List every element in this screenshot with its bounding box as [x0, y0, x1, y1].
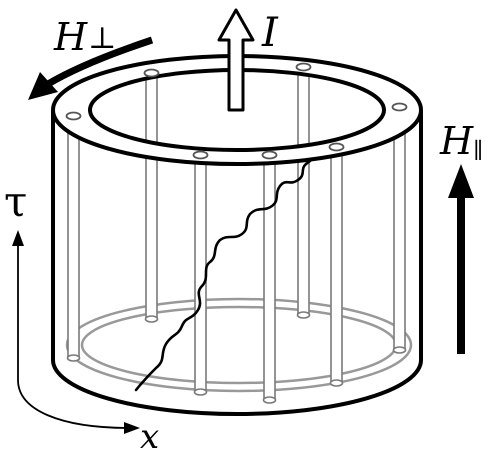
rod [66, 112, 81, 362]
tau-x-axes [17, 240, 131, 429]
x-arrowhead [124, 422, 140, 434]
tau-arrowhead [12, 230, 24, 246]
rod [392, 103, 407, 354]
rod [329, 143, 344, 387]
cylinder-body [53, 110, 421, 414]
current-label: I [261, 10, 279, 56]
x-label: x [140, 417, 159, 453]
tau-label: τ [4, 177, 27, 226]
rod [144, 69, 159, 323]
rod [262, 151, 277, 404]
h-parallel-label: H∥ [439, 119, 483, 164]
inner-bottom-ring-outer [65, 297, 413, 393]
h-parallel-arrow [448, 164, 474, 354]
h-perp-label: H⊥ [53, 15, 116, 59]
top-annulus [50, 54, 424, 166]
h-perp-arrow [28, 36, 154, 100]
cylinder-outline [51, 110, 423, 416]
current-arrow [217, 8, 255, 112]
vortex-line [134, 148, 324, 392]
rod [296, 63, 311, 319]
rod-tops [65, 62, 408, 160]
